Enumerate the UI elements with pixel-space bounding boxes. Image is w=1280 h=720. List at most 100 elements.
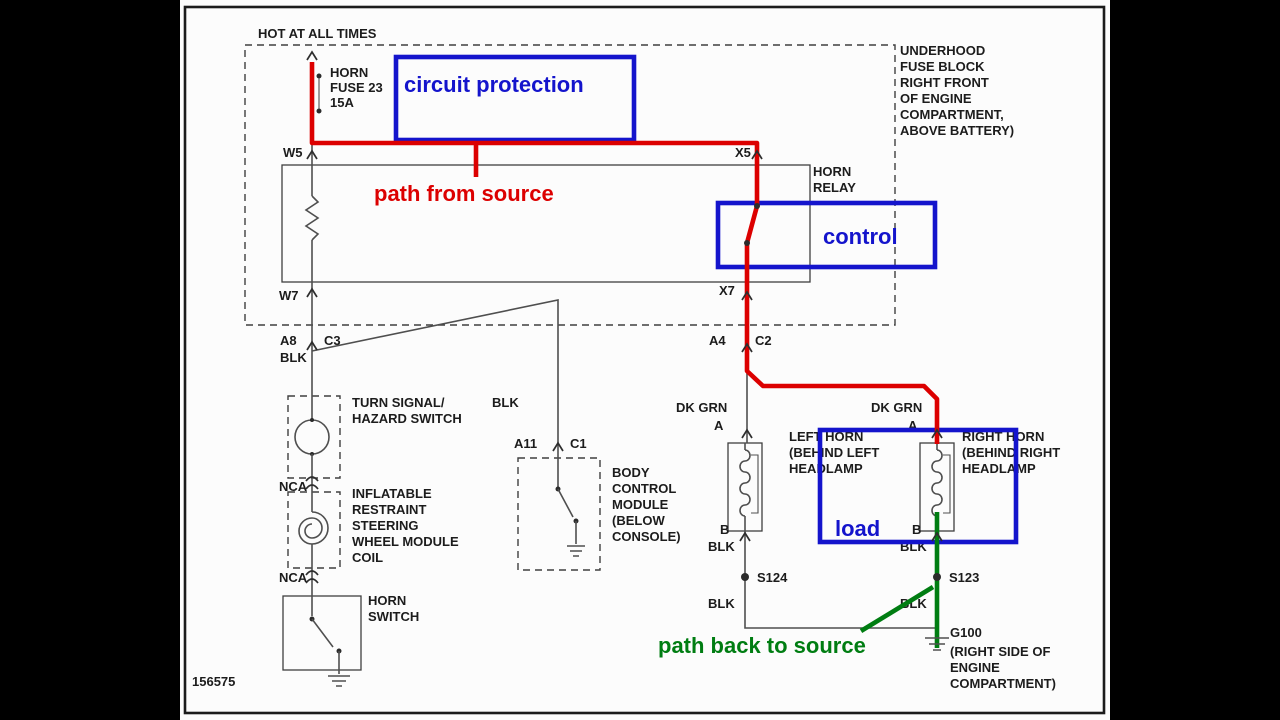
bcm-label: (BELOW — [612, 513, 665, 528]
annotation-path-from-source: path from source — [374, 181, 554, 206]
diagram-labels: HOT AT ALL TIMES HORN FUSE 23 15A UNDERH… — [192, 26, 1060, 691]
wire-color-label: BLK — [280, 350, 307, 365]
sir-coil-outline — [287, 491, 341, 569]
relay-contact-dot — [754, 203, 760, 209]
connector-a8c3-chevron — [306, 340, 318, 351]
fuse-block-location-label: COMPARTMENT, — [900, 107, 1004, 122]
left-horn-ground-wire — [744, 531, 937, 629]
sir-coil-label: INFLATABLE — [352, 486, 432, 501]
bcm-label: BODY — [612, 465, 650, 480]
connector-a4-label: A4 — [709, 333, 726, 348]
fuse-block-location-label: RIGHT FRONT — [900, 75, 989, 90]
horn-relay-outline — [281, 164, 811, 283]
wire-color-label: BLK — [492, 395, 519, 410]
bcm-label: CONSOLE) — [612, 529, 681, 544]
connector-x5-label: X5 — [735, 145, 751, 160]
annotation-circuit-protection: circuit protection — [404, 72, 584, 97]
splice-s123-dot — [933, 573, 941, 581]
right-horn-a-chevron — [931, 428, 943, 439]
doc-number: 156575 — [192, 674, 235, 689]
connector-w7-label: W7 — [279, 288, 299, 303]
annotation-control: control — [823, 224, 898, 249]
sir-coil-label: WHEEL MODULE — [352, 534, 459, 549]
horn-switch-outline — [282, 595, 362, 671]
fuse-block-location-label: OF ENGINE — [900, 91, 972, 106]
right-horn-b-chevron — [931, 531, 943, 542]
fuse-label: 15A — [330, 95, 354, 110]
fuse-block-location-label: FUSE BLOCK — [900, 59, 985, 74]
ground-g100-label: G100 — [950, 625, 982, 640]
fuse-symbol — [316, 73, 322, 114]
circuit-protection-box — [393, 54, 637, 143]
connector-w5-label: W5 — [283, 145, 303, 160]
turn-signal-label: HAZARD SWITCH — [352, 411, 462, 426]
left-horn-symbol — [739, 443, 759, 531]
bcm-label: CONTROL — [612, 481, 676, 496]
ground-symbol — [567, 545, 585, 557]
connector-symbols — [305, 50, 949, 651]
load-box — [817, 427, 1019, 545]
connector-x7-label: X7 — [719, 283, 735, 298]
underhood-fuse-block-outline — [244, 44, 896, 326]
annotation-load: load — [835, 516, 880, 541]
terminal-a-label: A — [908, 418, 918, 433]
sir-coil-label: COIL — [352, 550, 383, 565]
splice-s124-label: S124 — [757, 570, 788, 585]
fuse-block-location-label: ABOVE BATTERY) — [900, 123, 1014, 138]
sir-coil-label: STEERING — [352, 518, 418, 533]
ground-g100-label: (RIGHT SIDE OF — [950, 644, 1050, 659]
diagram-border — [183, 5, 1106, 715]
bcm-outline — [517, 457, 601, 571]
nca-break-symbol — [305, 476, 319, 490]
left-horn-b-chevron — [739, 531, 751, 542]
nca-break-symbol — [305, 570, 319, 584]
connector-w7-chevron — [306, 287, 318, 298]
nca-label: NCA — [279, 570, 308, 585]
fuse-label: FUSE 23 — [330, 80, 383, 95]
connector-x7-chevron — [741, 290, 753, 301]
ground-g100-label: ENGINE — [950, 660, 1000, 675]
horn-switch-label: HORN — [368, 593, 406, 608]
diagram-paper — [180, 0, 1110, 720]
splice-s123-label: S123 — [949, 570, 979, 585]
wire-color-label: DK GRN — [676, 400, 727, 415]
connector-c2-label: C2 — [755, 333, 772, 348]
connector-a11-label: A11 — [514, 436, 537, 451]
horn-switch-label: SWITCH — [368, 609, 419, 624]
fuse-block-location-label: UNDERHOOD — [900, 43, 985, 58]
fuse-label: HORN — [330, 65, 368, 80]
sir-coil-symbol — [298, 511, 329, 545]
connector-c1-label: C1 — [570, 436, 587, 451]
terminal-a-label: A — [714, 418, 724, 433]
ground-g100-label: COMPARTMENT) — [950, 676, 1056, 691]
sir-coil-label: RESTRAINT — [352, 502, 426, 517]
ground-g100-symbol — [925, 637, 949, 651]
terminal-b-label: B — [912, 522, 921, 537]
connector-a4c2-chevron — [741, 342, 753, 353]
connector-c3-label: C3 — [324, 333, 341, 348]
right-horn-label: HEADLAMP — [962, 461, 1036, 476]
relay-contact-dot — [744, 240, 750, 246]
feed-chevron — [306, 50, 318, 61]
control-box — [715, 200, 938, 270]
relay-coil-symbol — [304, 195, 320, 241]
left-horn-label: LEFT HORN — [789, 429, 863, 444]
connector-a8-label: A8 — [280, 333, 297, 348]
connector-w5-chevron — [306, 149, 318, 160]
horn-relay-label: HORN — [813, 164, 851, 179]
power-path-highlight — [309, 62, 940, 444]
right-horn-label: RIGHT HORN — [962, 429, 1044, 444]
left-horn-label: HEADLAMP — [789, 461, 863, 476]
wire-color-label: BLK — [708, 596, 735, 611]
right-horn-label: (BEHIND RIGHT — [962, 445, 1060, 460]
connector-x5-chevron — [751, 149, 763, 160]
annotation-path-back-to-source: path back to source — [658, 633, 866, 658]
left-horn-label: (BEHIND LEFT — [789, 445, 879, 460]
bcm-symbol — [555, 486, 585, 557]
nca-label: NCA — [279, 479, 308, 494]
hot-at-all-times-label: HOT AT ALL TIMES — [258, 26, 377, 41]
horn-switch-symbol — [309, 616, 350, 687]
ground-path-pointer — [859, 585, 935, 633]
ground-symbol — [328, 675, 350, 687]
